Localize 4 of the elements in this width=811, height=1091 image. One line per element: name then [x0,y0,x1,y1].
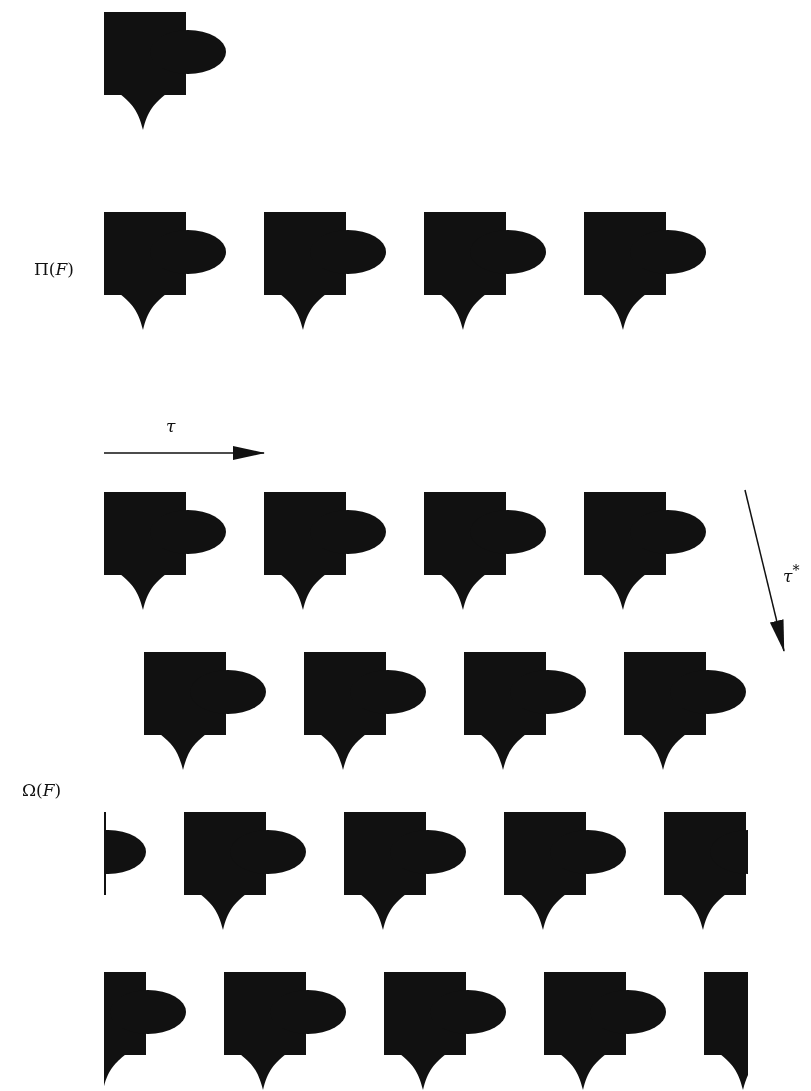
math-label: τ [166,416,176,436]
math-label: τ$^{*}$ [783,562,800,586]
math-label: Π(F) [34,259,74,279]
math-label: Ω(F) [22,780,62,800]
